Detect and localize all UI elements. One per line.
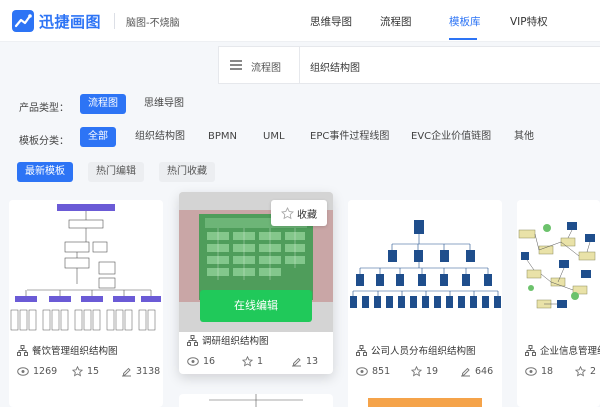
template-title-text: 企业信息管理组织结构 [540, 346, 600, 357]
like-count: 2 [575, 366, 596, 377]
org-chart-icon [356, 344, 367, 356]
sort-tabs: 最新模板 热门编辑 热门收藏 [0, 162, 600, 186]
category-option-all[interactable]: 全部 [80, 127, 116, 147]
org-chart-icon [525, 344, 536, 356]
view-count: 851 [356, 366, 390, 377]
template-thumbnail [9, 200, 163, 338]
category-label: 模板分类： [19, 136, 69, 147]
like-count: 19 [411, 366, 438, 377]
category-option-uml[interactable]: UML [263, 131, 285, 142]
template-thumbnail [348, 200, 502, 338]
brand-logo[interactable]: 迅捷画图 [12, 10, 101, 32]
category-option-bpmn[interactable]: BPMN [208, 131, 237, 142]
logo-icon [12, 10, 34, 32]
like-count: 15 [72, 366, 99, 377]
edit-icon [461, 367, 470, 377]
brand-name: 迅捷画图 [39, 12, 102, 31]
brand-slogan: 脑图-不烧脑 [126, 18, 180, 29]
view-count: 18 [525, 366, 553, 377]
eye-icon [17, 367, 29, 376]
search-type-select[interactable]: 流程图 [251, 63, 281, 74]
star-icon [281, 206, 294, 219]
product-option-flowchart[interactable]: 流程图 [80, 94, 126, 114]
nav-templates[interactable]: 模板库 [449, 16, 481, 28]
template-card-hovered[interactable]: 收藏 在线编辑 调研组织结构图 16 1 13 [179, 192, 333, 374]
category-option-org[interactable]: 组织结构图 [135, 131, 185, 142]
nav-flowchart[interactable]: 流程图 [380, 16, 412, 28]
nav-vip[interactable]: VIP特权 [510, 16, 548, 28]
eye-icon [356, 367, 368, 376]
next-row-card [348, 394, 502, 407]
category-option-evc[interactable]: EVC企业价值链图 [411, 131, 492, 142]
sort-hot-collect[interactable]: 热门收藏 [159, 162, 215, 182]
eye-icon [187, 357, 199, 366]
search-input[interactable]: 组织结构图 [310, 63, 360, 74]
view-count: 16 [187, 356, 215, 367]
like-count: 1 [242, 356, 263, 367]
category-option-epc[interactable]: EPC事件过程线图 [310, 131, 390, 142]
sort-hot-edit[interactable]: 热门编辑 [88, 162, 144, 182]
sort-latest[interactable]: 最新模板 [17, 162, 73, 182]
nav-mindmap[interactable]: 思维导图 [310, 16, 352, 28]
template-title: 餐饮管理组织结构图 [17, 343, 118, 357]
collect-button[interactable]: 收藏 [271, 200, 327, 226]
template-card[interactable]: 公司人员分布组织结构图 851 19 646 [348, 200, 502, 407]
edit-icon [122, 367, 131, 377]
product-type-filter: 产品类型： 流程图 思维导图 [0, 94, 600, 118]
edit-online-button[interactable]: 在线编辑 [200, 290, 312, 322]
template-title: 企业信息管理组织结构 [525, 343, 600, 357]
category-filter: 模板分类： 全部 组织结构图 BPMN UML EPC事件过程线图 EVC企业价… [0, 127, 600, 151]
header-divider [114, 13, 115, 29]
top-header: 迅捷画图 脑图-不烧脑 思维导图 流程图 模板库 VIP特权 [0, 0, 600, 42]
template-card[interactable]: 企业信息管理组织结构 18 2 [517, 200, 600, 407]
view-count: 1269 [17, 366, 57, 377]
next-row-card [179, 394, 333, 407]
template-title: 公司人员分布组织结构图 [356, 343, 476, 357]
template-card[interactable]: 餐饮管理组织结构图 1269 15 3138 [9, 200, 163, 407]
star-icon [411, 366, 422, 377]
org-chart-icon [187, 334, 198, 346]
star-icon [575, 366, 586, 377]
product-option-mindmap[interactable]: 思维导图 [144, 98, 184, 109]
template-title-text: 公司人员分布组织结构图 [371, 346, 476, 357]
template-title-text: 餐饮管理组织结构图 [32, 346, 118, 357]
menu-icon[interactable] [230, 60, 242, 70]
template-thumbnail: 收藏 在线编辑 [179, 192, 333, 332]
edit-count: 3138 [121, 366, 160, 377]
edit-icon [292, 357, 301, 367]
star-icon [72, 366, 83, 377]
edit-count: 646 [460, 366, 493, 377]
template-title: 调研组织结构图 [187, 333, 269, 347]
template-thumbnail [517, 200, 600, 338]
star-icon [242, 356, 253, 367]
category-option-other[interactable]: 其他 [514, 131, 534, 142]
org-chart-icon [17, 344, 28, 356]
nav-active-indicator [449, 38, 477, 40]
eye-icon [525, 367, 537, 376]
template-title-text: 调研组织结构图 [202, 336, 269, 347]
search-divider [299, 47, 300, 83]
edit-count: 13 [291, 356, 318, 367]
product-type-label: 产品类型： [19, 103, 69, 114]
template-search-bar: 流程图 组织结构图 [218, 46, 600, 84]
